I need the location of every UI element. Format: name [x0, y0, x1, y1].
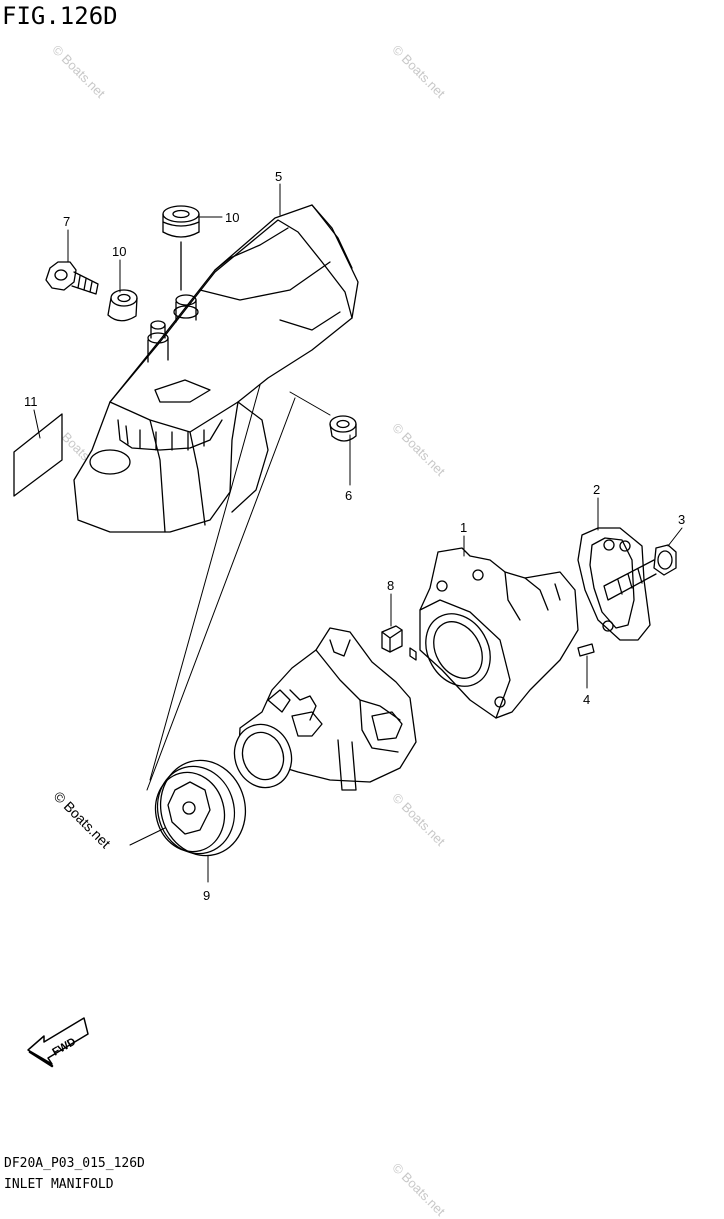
callout-leader [129, 827, 166, 846]
part-3-bolt[interactable] [603, 544, 677, 601]
callout-10-left: 10 [112, 244, 126, 259]
callout-11: 11 [24, 394, 38, 409]
callout-1: 1 [460, 520, 467, 535]
part-6-grommet[interactable] [329, 415, 357, 442]
part-2-gasket[interactable] [577, 527, 651, 641]
part-7-bolt[interactable] [45, 261, 99, 295]
reference-leader-line [149, 384, 261, 781]
part-5-intake-silencer[interactable] [73, 204, 359, 533]
part-10-grommet-left[interactable] [107, 289, 138, 322]
part-4-pin[interactable] [577, 643, 595, 657]
callout-5: 5 [275, 169, 282, 184]
callout-6: 6 [345, 488, 352, 503]
callout-10-top: 10 [225, 210, 239, 225]
part-9-throttle-body[interactable] [226, 627, 417, 796]
callout-9: 9 [203, 888, 210, 903]
callout-leader [289, 391, 331, 416]
part-10-grommet-top[interactable] [162, 205, 200, 291]
callout-3: 3 [678, 512, 685, 527]
part-8-spacer[interactable] [381, 625, 403, 653]
reference-leader-line [146, 397, 296, 791]
callout-4: 4 [583, 692, 590, 707]
callout-leader [667, 527, 683, 547]
callout-leader [33, 409, 41, 439]
callout-8: 8 [387, 578, 394, 593]
diagram-code: DF20A_P03_015_126D [4, 1156, 145, 1171]
diagram-title: INLET MANIFOLD [4, 1177, 114, 1192]
callout-2: 2 [593, 482, 600, 497]
callout-7: 7 [63, 214, 70, 229]
part-11-label[interactable] [13, 413, 63, 497]
part-9-pulley[interactable] [147, 751, 256, 865]
part-1-manifold[interactable] [409, 547, 579, 719]
fwd-arrow: FWD [27, 1017, 89, 1068]
figure-title: FIG.126D [2, 2, 118, 30]
